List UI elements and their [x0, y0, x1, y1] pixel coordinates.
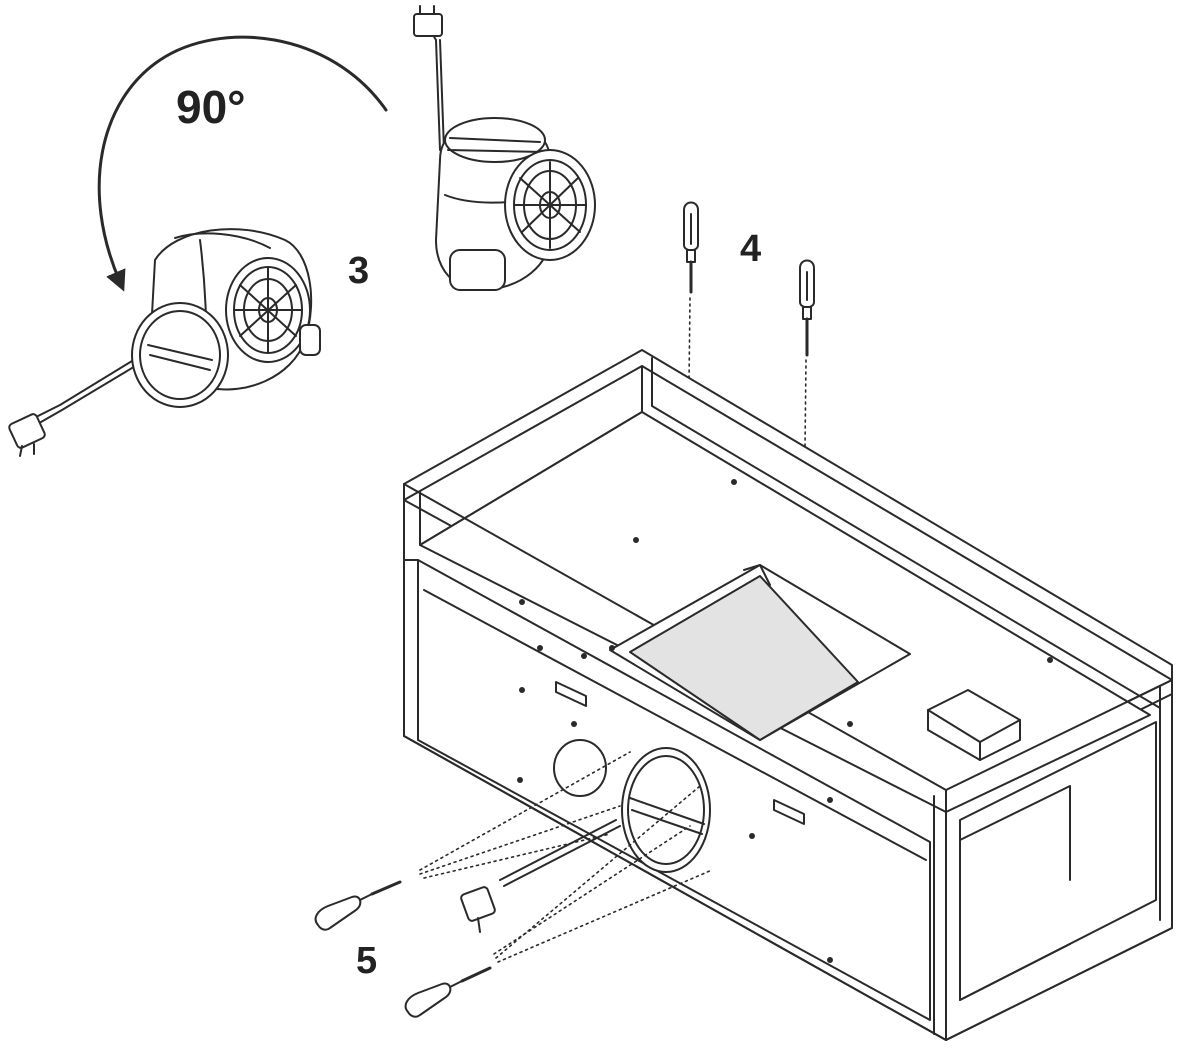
screw-guide-lines [419, 751, 713, 963]
step-4-label: 4 [740, 228, 762, 270]
screwdriver-top-right [799, 259, 815, 357]
step-5-label: 5 [356, 940, 378, 982]
mounting-plate [629, 575, 859, 741]
screwdriver-bottom-lower [404, 966, 492, 1018]
fan-motor-rotated [8, 228, 321, 457]
hood-cabinet [403, 349, 1173, 1041]
fan-motor-upright [413, 5, 596, 291]
screwdriver-top-left [683, 201, 699, 294]
front-outlet-ring [553, 739, 711, 873]
rotation-angle-label: 90° [176, 81, 246, 133]
rotation-arrow [97, 35, 388, 292]
step-3-label: 3 [348, 250, 370, 292]
screwdriver-bottom-upper [314, 880, 402, 931]
